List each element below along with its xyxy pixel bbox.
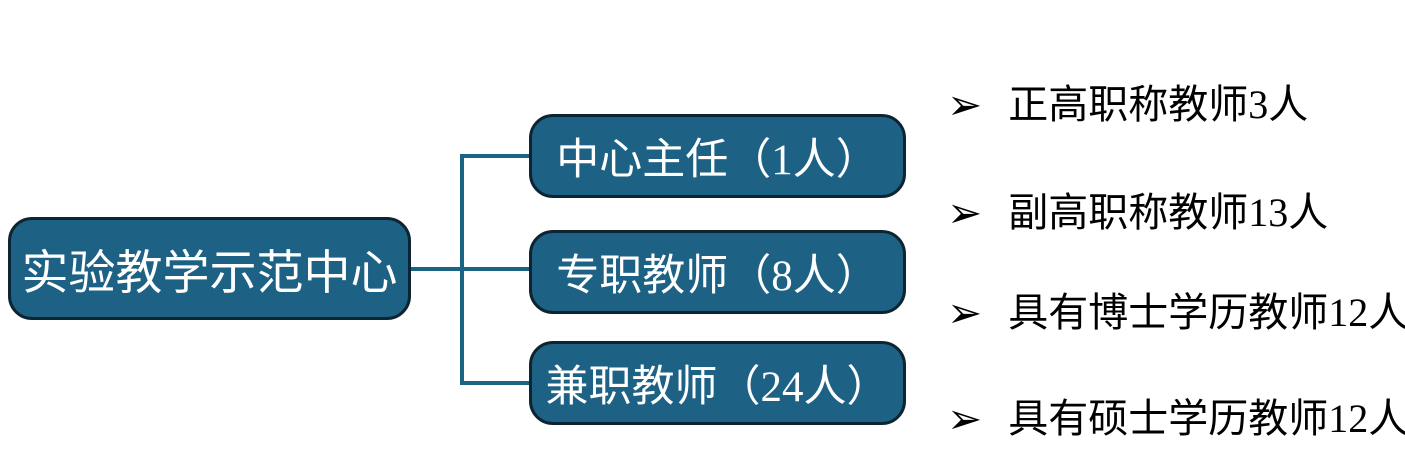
root-node-label: 实验教学示范中心 bbox=[21, 248, 398, 300]
child-node-box-fulltime-teachers: 专职教师（8人） bbox=[529, 230, 906, 314]
arrow-bullet-icon: ➢ bbox=[947, 188, 983, 237]
bullet-item-text: 副高职称教师13人 bbox=[1008, 190, 1329, 235]
root-node-box: 实验教学示范中心 bbox=[8, 217, 411, 320]
arrow-bullet-icon: ➢ bbox=[947, 394, 983, 443]
child-node-box-parttime-teachers: 兼职教师（24人） bbox=[529, 341, 906, 425]
child-node-label: 兼职教师（24人） bbox=[545, 364, 890, 411]
branch-line-top-bottom bbox=[460, 154, 529, 385]
bullet-item: ➢ 正高职称教师3人 bbox=[947, 80, 1308, 130]
child-node-box-director: 中心主任（1人） bbox=[529, 114, 906, 198]
arrow-bullet-icon: ➢ bbox=[947, 288, 983, 337]
child-node-label: 中心主任（1人） bbox=[556, 137, 879, 184]
bullet-item-text: 具有博士学历教师12人 bbox=[1008, 290, 1405, 335]
bullet-item-text: 具有硕士学历教师12人 bbox=[1008, 396, 1405, 441]
arrow-bullet-icon: ➢ bbox=[947, 80, 983, 129]
bullet-item-text: 正高职称教师3人 bbox=[1008, 82, 1309, 127]
bullet-item: ➢ 具有博士学历教师12人 bbox=[947, 288, 1405, 338]
child-node-label: 专职教师（8人） bbox=[556, 253, 879, 300]
bullet-item: ➢ 具有硕士学历教师12人 bbox=[947, 394, 1405, 444]
bullet-item: ➢ 副高职称教师13人 bbox=[947, 188, 1328, 238]
